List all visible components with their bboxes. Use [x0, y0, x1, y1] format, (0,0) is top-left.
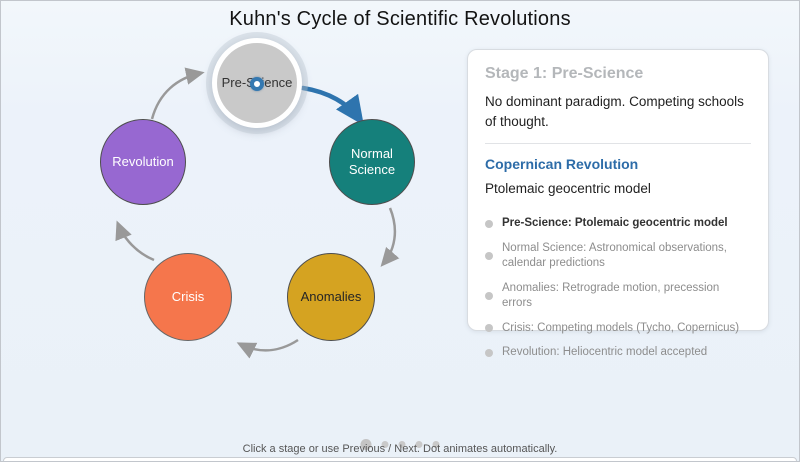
stage-circle-crisis[interactable]: Crisis	[144, 253, 232, 341]
arrow-prescience-to-normal-active	[300, 85, 364, 126]
pager-dot-1-active[interactable]	[360, 439, 372, 450]
stage-label: Revolution	[112, 153, 174, 169]
pager-dot-3[interactable]	[398, 441, 406, 448]
stage-label: Anomalies	[300, 288, 362, 304]
stage-description: No dominant paradigm. Competing schools …	[485, 94, 744, 129]
stage-info-panel: Stage 1: Pre-Science No dominant paradig…	[467, 49, 769, 358]
pager-dot-5[interactable]	[432, 441, 440, 448]
animating-dot-indicator	[250, 77, 264, 91]
stage-timeline-list: Pre-Science: Ptolemaic geocentric model …	[485, 216, 751, 361]
bullet-icon	[485, 348, 493, 357]
timeline-item-normal-science: Normal Science: Astronomical observation…	[485, 241, 751, 272]
panel-divider	[485, 143, 751, 145]
timeline-item-pre-science: Pre-Science: Ptolemaic geocentric model	[485, 216, 751, 232]
timeline-item-revolution: Revolution: Heliocentric model accepted	[485, 345, 751, 361]
footer-caption: Click a stage or use Previous / Next. Do…	[242, 443, 558, 455]
stage-circle-revolution[interactable]: Revolution	[100, 119, 186, 205]
timeline-item-anomalies: Anomalies: Retrograde motion, precession…	[485, 281, 751, 312]
example-heading: Copernican Revolution	[485, 156, 639, 173]
page-title: Kuhn's Cycle of Scientific Revolutions	[229, 8, 571, 30]
stage-label: Normal Science	[348, 145, 396, 177]
example-text: Ptolemaic geocentric model	[485, 181, 651, 197]
bottom-controls-bar[interactable]	[3, 457, 797, 461]
pager-dot-2[interactable]	[381, 441, 389, 448]
timeline-item-crisis: Crisis: Competing models (Tycho, Coperni…	[485, 321, 751, 337]
arrow-crisis-to-revolution	[115, 220, 155, 262]
bullet-icon	[485, 324, 493, 333]
pager-dot-4[interactable]	[415, 441, 423, 448]
arrow-revolution-to-prescience	[150, 67, 205, 120]
timeline-item-text: Revolution: Heliocentric model accepted	[502, 346, 708, 359]
stage-circle-anomalies[interactable]: Anomalies	[287, 253, 375, 341]
stage-heading: Stage 1: Pre-Science	[485, 65, 644, 82]
pager-dots	[360, 439, 440, 450]
bullet-icon	[485, 219, 493, 228]
timeline-item-text: Normal Science: Astronomical observation…	[502, 241, 727, 270]
stage-circle-normal-science[interactable]: Normal Science	[329, 119, 415, 205]
stage-label: Crisis	[171, 288, 205, 304]
timeline-item-text: Crisis: Competing models (Tycho, Coperni…	[502, 321, 740, 334]
bullet-icon	[485, 252, 493, 261]
timeline-item-text: Pre-Science: Ptolemaic geocentric model	[502, 217, 728, 230]
arrow-anomalies-to-crisis	[236, 338, 299, 359]
timeline-item-text: Anomalies: Retrograde motion, precession…	[502, 281, 720, 310]
arrow-normal-to-anomalies	[380, 207, 400, 267]
bullet-icon	[485, 292, 493, 301]
